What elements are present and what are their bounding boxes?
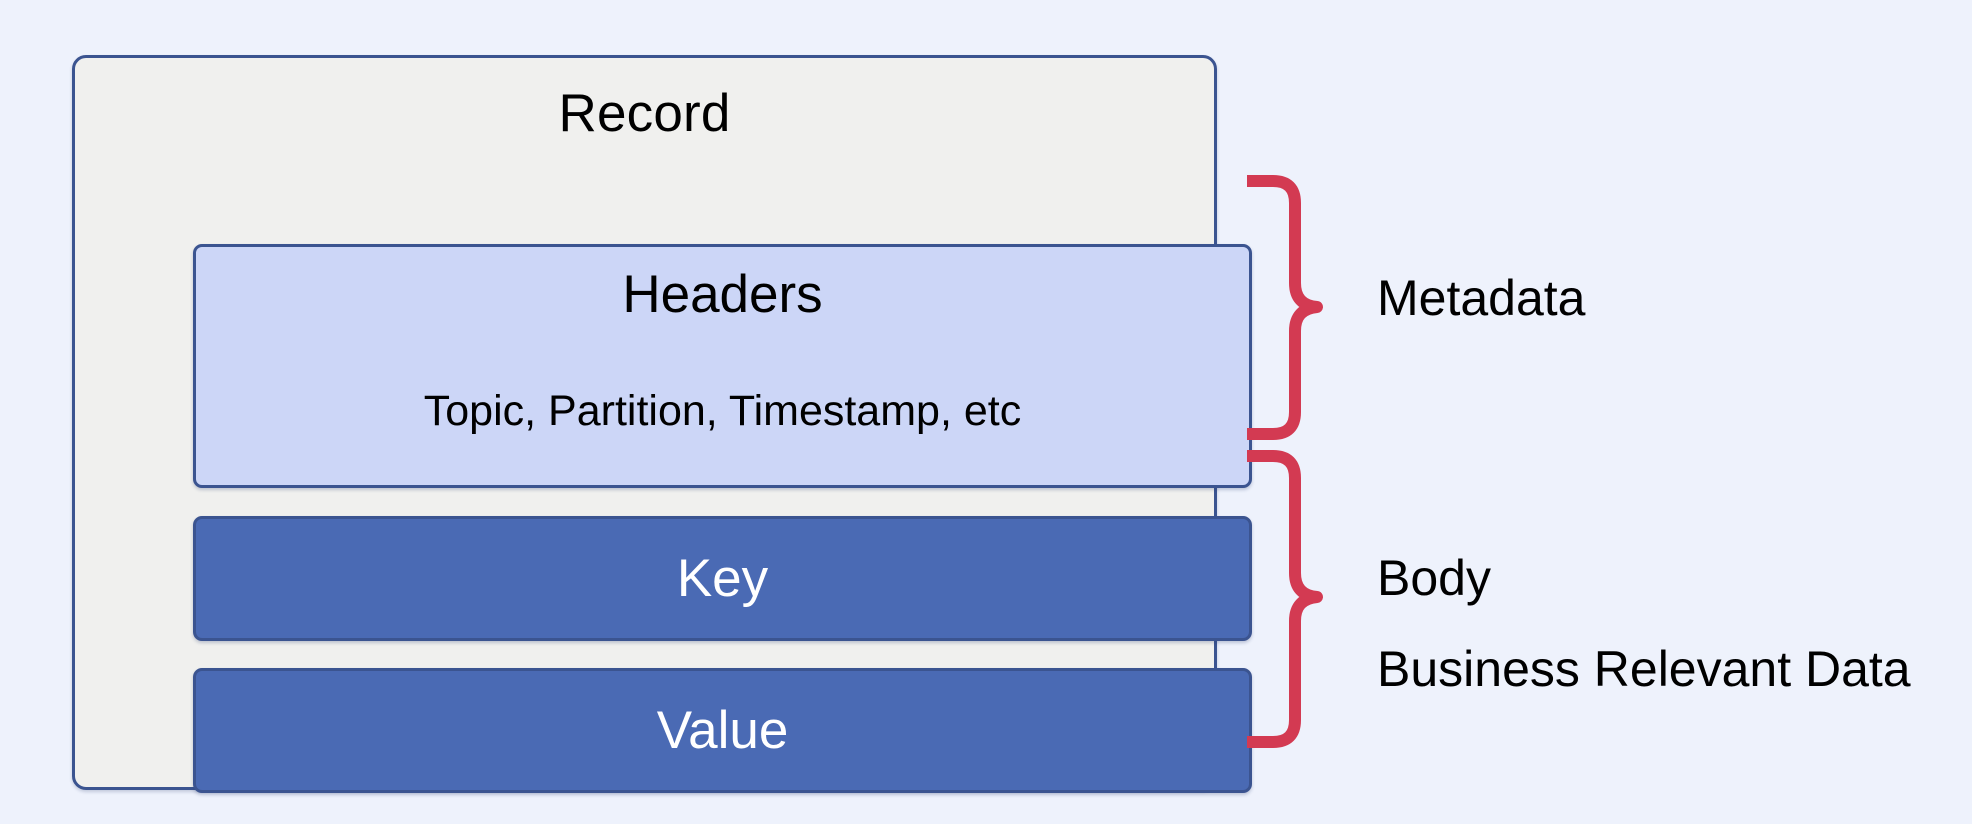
key-label: Key: [676, 549, 769, 608]
headers-subtitle: Topic, Partition, Timestamp, etc: [423, 387, 1022, 435]
metadata-label: Metadata: [1377, 270, 1586, 326]
body-label: Body: [1377, 550, 1491, 606]
key-box: Key: [193, 516, 1252, 641]
headers-title: Headers: [622, 265, 823, 324]
headers-box: Headers Topic, Partition, Timestamp, etc: [193, 244, 1252, 488]
value-box: Value: [193, 668, 1252, 793]
record-title: Record: [558, 84, 731, 143]
body-brace-icon: [1247, 450, 1323, 748]
metadata-brace-icon: [1247, 175, 1323, 440]
record-card: Record Headers Topic, Partition, Timesta…: [72, 55, 1252, 793]
value-label: Value: [656, 701, 789, 760]
body-sublabel: Business Relevant Data: [1377, 641, 1911, 697]
